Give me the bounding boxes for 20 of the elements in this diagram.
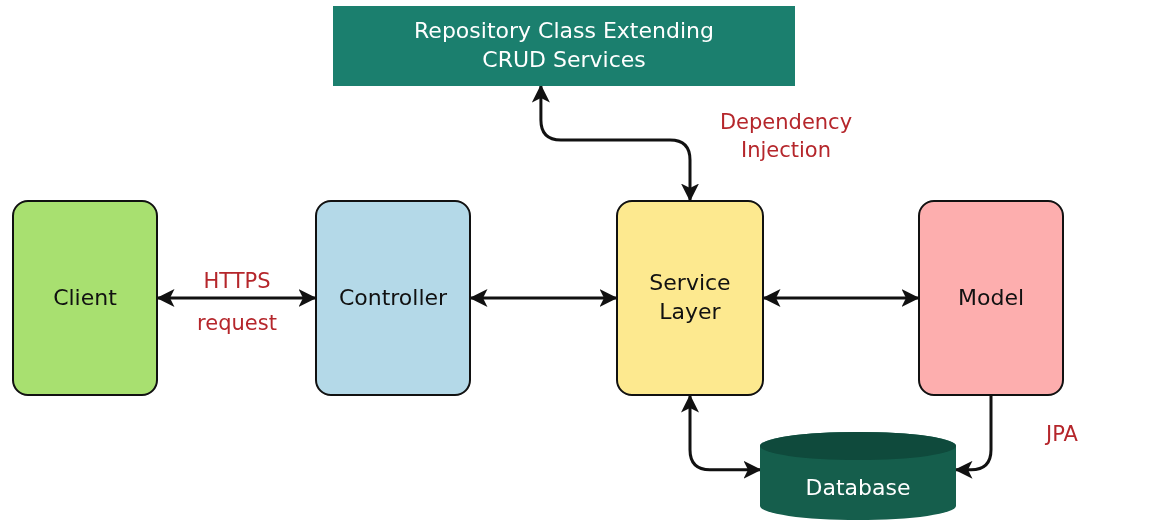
node-label: Model bbox=[957, 283, 1025, 312]
node-label: Database bbox=[805, 474, 911, 500]
component-box bbox=[12, 200, 158, 396]
connector-arrow bbox=[681, 394, 762, 479]
component-box bbox=[315, 200, 471, 396]
node-label: Controller bbox=[338, 283, 448, 312]
edge-label: JPA bbox=[1044, 421, 1079, 448]
edge-label: Dependency Injection bbox=[718, 109, 854, 165]
edge-label: HTTPS request bbox=[196, 268, 278, 337]
database-cylinder bbox=[760, 432, 956, 520]
component-box bbox=[616, 200, 764, 396]
connector-arrow bbox=[469, 289, 618, 307]
connector-arrow bbox=[531, 84, 699, 202]
component-box bbox=[333, 6, 795, 86]
node-label: Service Layer bbox=[648, 269, 732, 326]
node-label: Repository Class Extending CRUD Services bbox=[413, 17, 715, 74]
connector-arrow bbox=[156, 289, 317, 307]
connector-arrow bbox=[762, 289, 920, 307]
component-box bbox=[918, 200, 1064, 396]
node-label: Client bbox=[53, 283, 117, 312]
